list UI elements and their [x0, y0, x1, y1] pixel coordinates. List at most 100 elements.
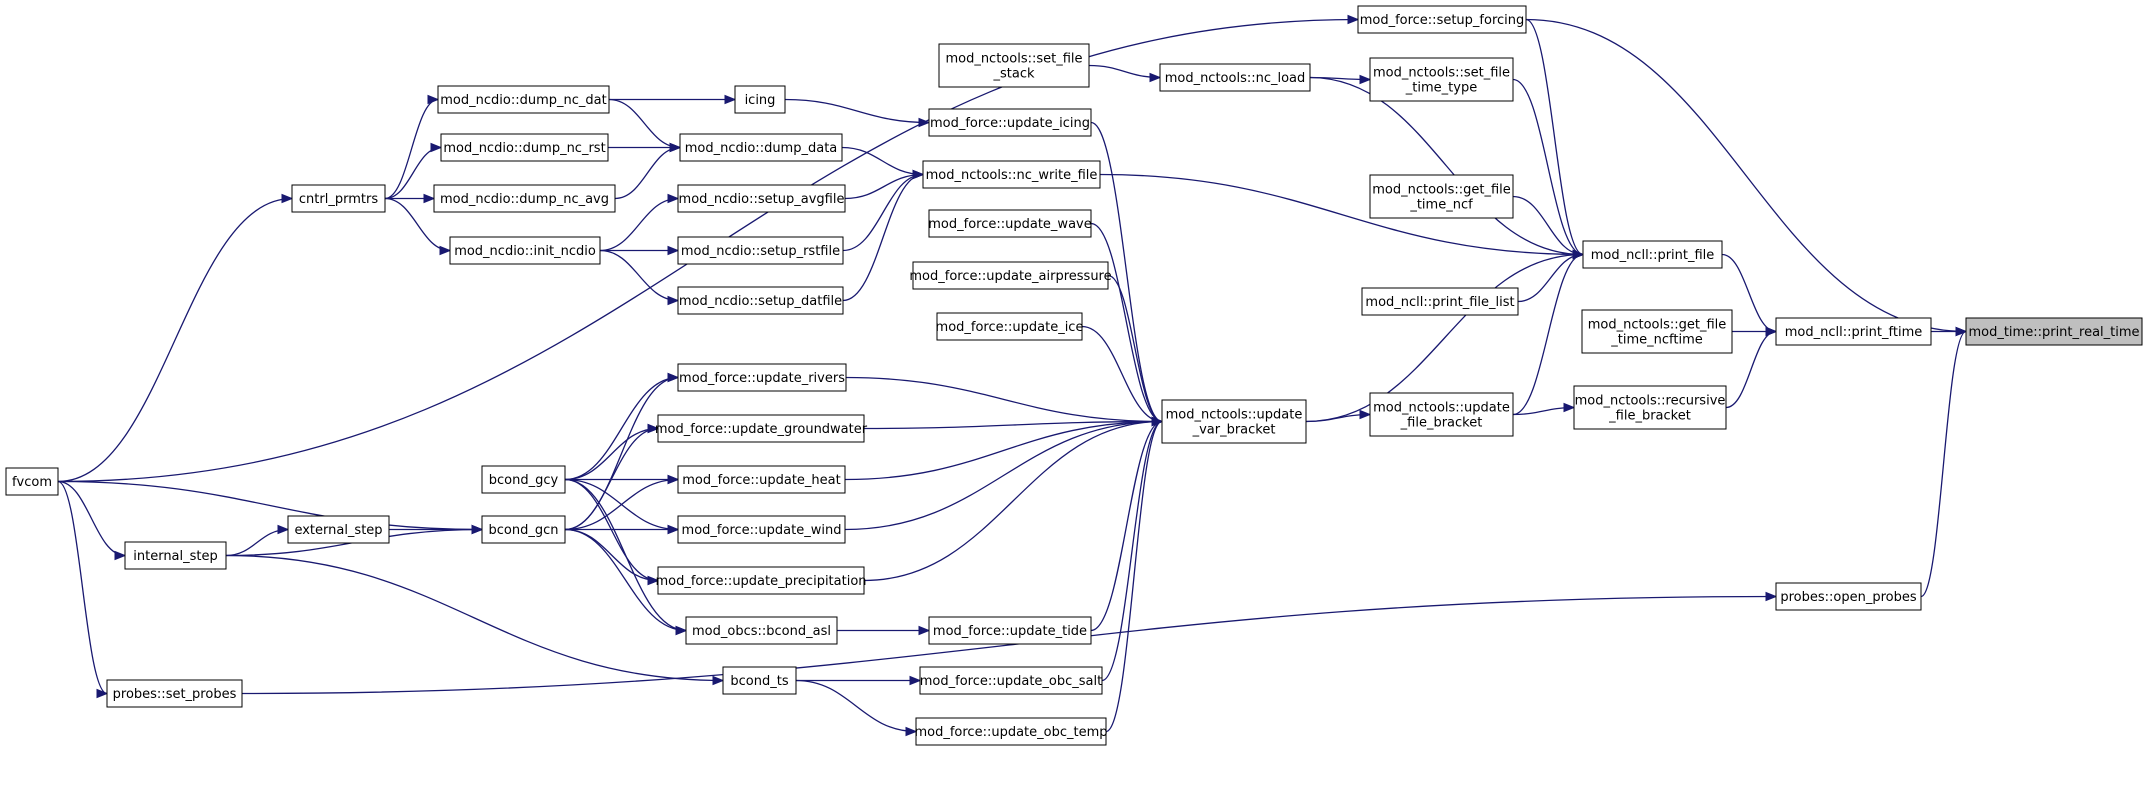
node-box[interactable] [657, 414, 865, 443]
node-get_file_time_ncftime[interactable]: mod_nctools::get_file_time_ncftime [1581, 309, 1733, 354]
node-box[interactable] [1369, 57, 1514, 102]
node-box[interactable] [677, 286, 844, 315]
node-box[interactable] [5, 467, 59, 496]
node-box[interactable] [1582, 240, 1723, 269]
node-box[interactable] [912, 261, 1109, 290]
node-box[interactable] [1361, 287, 1519, 316]
node-box[interactable] [287, 515, 390, 544]
node-update_airpressure[interactable]: mod_force::update_airpressure [909, 261, 1112, 290]
node-box[interactable] [437, 85, 610, 114]
node-box[interactable] [734, 85, 786, 114]
edge-update_airpressure-to-update_var_bracket [1107, 274, 1163, 423]
node-setup_datfile[interactable]: mod_ncdio::setup_datfile [677, 286, 844, 315]
node-init_ncdio[interactable]: mod_ncdio::init_ncdio [449, 236, 601, 265]
node-print_file_list[interactable]: mod_ncll::print_file_list [1361, 287, 1519, 316]
edge-nc_write_file-to-print_file [1099, 173, 1584, 256]
node-update_var_bracket[interactable]: mod_nctools::update_var_bracket [1161, 399, 1307, 444]
node-setup_rstfile[interactable]: mod_ncdio::setup_rstfile [677, 236, 844, 265]
node-box[interactable] [1581, 309, 1733, 354]
node-set_file_time_type[interactable]: mod_nctools::set_file_time_type [1369, 57, 1514, 102]
node-box[interactable] [433, 184, 616, 213]
node-set_file_stack[interactable]: mod_nctools::set_file_stack [938, 43, 1090, 88]
node-setup_forcing[interactable]: mod_force::setup_forcing [1357, 5, 1527, 34]
node-get_file_time_ncf[interactable]: mod_nctools::get_file_time_ncf [1369, 174, 1514, 219]
node-box[interactable] [922, 160, 1101, 189]
node-box[interactable] [124, 541, 227, 570]
node-print_file[interactable]: mod_ncll::print_file [1582, 240, 1723, 269]
edge-dump_nc_dat-to-dump_data [608, 98, 681, 149]
node-box[interactable] [1775, 582, 1922, 611]
edge-bcond_ts-to-update_obc_temp [795, 679, 917, 733]
node-box[interactable] [928, 108, 1092, 137]
node-update_obc_temp[interactable]: mod_force::update_obc_temp [914, 717, 1108, 746]
node-open_probes[interactable]: probes::open_probes [1775, 582, 1922, 611]
node-box[interactable] [936, 312, 1083, 341]
node-external_step[interactable]: external_step [287, 515, 390, 544]
node-box[interactable] [481, 465, 566, 494]
node-box[interactable] [106, 679, 243, 708]
node-fvcom[interactable]: fvcom [5, 467, 59, 496]
node-label: mod_nctools::get_file [1588, 318, 1727, 333]
node-box[interactable] [481, 515, 566, 544]
node-box[interactable] [928, 616, 1092, 645]
node-print_real_time[interactable]: mod_time::print_real_time [1965, 317, 2143, 346]
node-dump_data[interactable]: mod_ncdio::dump_data [679, 133, 843, 162]
node-print_ftime[interactable]: mod_ncll::print_ftime [1775, 317, 1932, 346]
node-box[interactable] [919, 666, 1103, 695]
node-box[interactable] [938, 43, 1090, 88]
node-internal_step[interactable]: internal_step [124, 541, 227, 570]
node-update_tide[interactable]: mod_force::update_tide [928, 616, 1092, 645]
node-box[interactable] [928, 209, 1092, 238]
node-bcond_ts[interactable]: bcond_ts [722, 666, 797, 695]
node-nc_write_file[interactable]: mod_nctools::nc_write_file [922, 160, 1101, 189]
node-update_groundwater[interactable]: mod_force::update_groundwater [655, 414, 868, 443]
node-label: mod_force::update_airpressure [909, 269, 1111, 284]
node-update_wind[interactable]: mod_force::update_wind [677, 515, 846, 544]
node-box[interactable] [677, 465, 846, 494]
arrowhead-update_obc_temp-to-update_var_bracket [1151, 416, 1164, 427]
node-box[interactable] [657, 566, 865, 595]
node-dump_nc_avg[interactable]: mod_ncdio::dump_nc_avg [433, 184, 616, 213]
node-box[interactable] [677, 515, 846, 544]
node-update_icing[interactable]: mod_force::update_icing [928, 108, 1092, 137]
node-box[interactable] [291, 184, 386, 213]
node-box[interactable] [1965, 317, 2143, 346]
node-box[interactable] [677, 184, 846, 213]
node-recursive_file_bracket[interactable]: mod_nctools::recursive_file_bracket [1573, 385, 1727, 430]
node-box[interactable] [1369, 174, 1514, 219]
node-label: mod_nctools::get_file [1372, 183, 1511, 198]
node-nc_load[interactable]: mod_nctools::nc_load [1159, 63, 1311, 92]
node-update_ice[interactable]: mod_force::update_ice [936, 312, 1084, 341]
node-bcond_asl[interactable]: mod_obcs::bcond_asl [685, 616, 838, 645]
node-dump_nc_rst[interactable]: mod_ncdio::dump_nc_rst [440, 133, 609, 162]
node-bcond_gcn[interactable]: bcond_gcn [481, 515, 566, 544]
node-box[interactable] [685, 616, 838, 645]
node-dump_nc_dat[interactable]: mod_ncdio::dump_nc_dat [437, 85, 610, 114]
node-update_precipitation[interactable]: mod_force::update_precipitation [655, 566, 867, 595]
node-box[interactable] [1161, 399, 1307, 444]
node-update_obc_salt[interactable]: mod_force::update_obc_salt [919, 666, 1103, 695]
node-box[interactable] [449, 236, 601, 265]
node-box[interactable] [677, 236, 844, 265]
node-box[interactable] [440, 133, 609, 162]
node-update_rivers[interactable]: mod_force::update_rivers [677, 363, 847, 392]
node-box[interactable] [679, 133, 843, 162]
node-box[interactable] [1775, 317, 1932, 346]
node-update_file_bracket[interactable]: mod_nctools::update_file_bracket [1369, 392, 1514, 437]
node-box[interactable] [677, 363, 847, 392]
node-bcond_gcy[interactable]: bcond_gcy [481, 465, 566, 494]
node-box[interactable] [722, 666, 797, 695]
node-box[interactable] [1357, 5, 1527, 34]
node-set_probes[interactable]: probes::set_probes [106, 679, 243, 708]
node-icing[interactable]: icing [734, 85, 786, 114]
node-box[interactable] [1159, 63, 1311, 92]
edge-update_obc_salt-to-update_var_bracket [1101, 420, 1163, 682]
node-update_heat[interactable]: mod_force::update_heat [677, 465, 846, 494]
edge-cntrl_prmtrs-to-dump_nc_dat [384, 98, 439, 200]
node-box[interactable] [915, 717, 1107, 746]
node-setup_avgfile[interactable]: mod_ncdio::setup_avgfile [677, 184, 846, 213]
node-box[interactable] [1369, 392, 1514, 437]
node-box[interactable] [1573, 385, 1727, 430]
node-cntrl_prmtrs[interactable]: cntrl_prmtrs [291, 184, 386, 213]
node-update_wave[interactable]: mod_force::update_wave [928, 209, 1092, 238]
